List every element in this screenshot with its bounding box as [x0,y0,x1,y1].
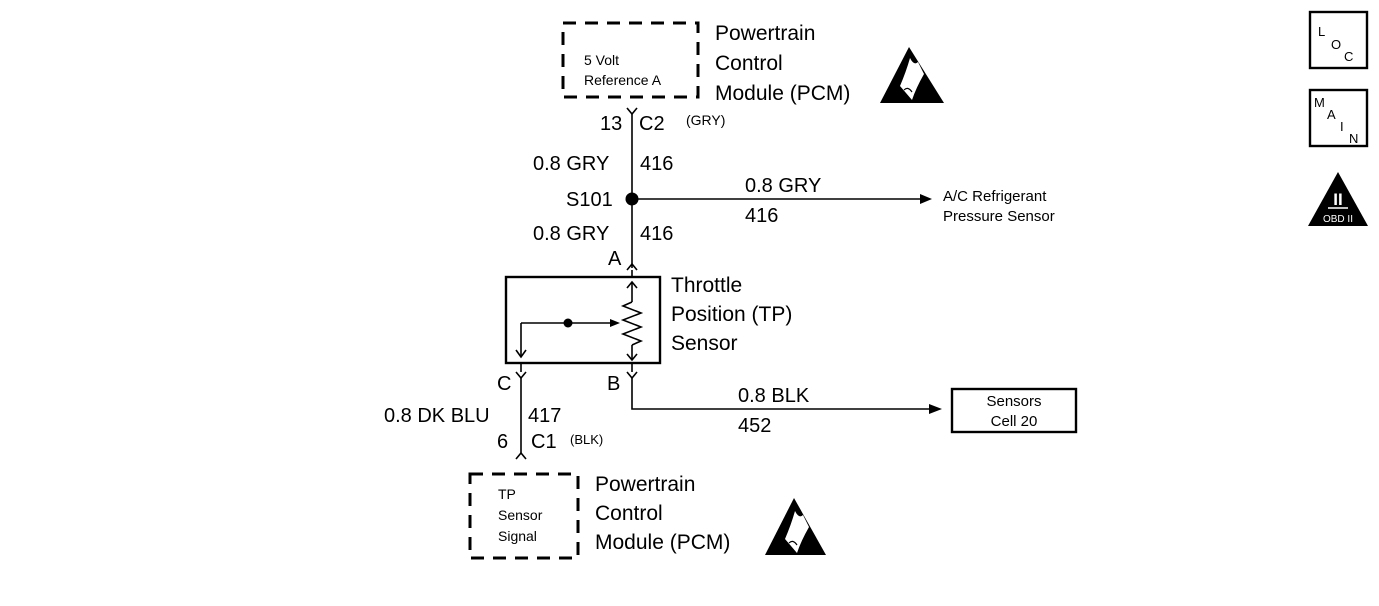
pcm-top-name-line3: Module (PCM) [715,82,850,105]
obd-ii-icon[interactable]: II OBD II [1308,172,1368,226]
pcm-bottom-name-line1: Powertrain [595,473,695,496]
pcm-top-inner-line2: Reference A [584,72,662,88]
wire-branch-circuit: 416 [745,205,778,227]
pcm-top-inner-line1: 5 Volt [584,52,619,68]
loc-c: C [1344,49,1353,64]
sensors-ref-line2: Cell 20 [991,413,1038,430]
wire-branch-gauge: 0.8 GRY [745,175,821,197]
sensors-cell-box [950,387,1078,434]
arrow-right-icon [920,194,932,204]
splice-label: S101 [566,189,613,211]
arrow-right-icon [929,404,942,414]
pcm-bottom-name-line2: Control [595,502,663,525]
pcm-bottom-inner-line3: Signal [498,528,537,544]
loc-o: O [1331,37,1341,52]
resistor-icon [620,301,644,346]
tp-name-line1: Throttle [671,274,742,297]
wire-upper-circuit: 416 [640,153,673,175]
loc-icon[interactable]: L O C [1308,10,1369,70]
pin-a-connector [626,262,638,271]
sensors-ref-line1: Sensors [986,393,1041,410]
main-i: I [1340,119,1344,134]
wire-signal-gauge: 0.8 DK BLU [384,405,490,427]
wire-lower-circuit: 416 [640,223,673,245]
pcm-bottom-inner-line2: Sensor [498,507,543,523]
main-m: M [1314,95,1325,110]
wire-ground-circuit: 452 [738,415,771,437]
c2-connector-name: C2 [639,113,665,135]
c2-pin: 13 [600,113,622,135]
wire-signal-circuit: 417 [528,405,561,427]
wire-ground-gauge: 0.8 BLK [738,385,810,407]
connector-c2: 13 C2 (GRY) [600,107,725,135]
tp-sensor-box [504,275,662,365]
tp-name-line2: Position (TP) [671,303,792,326]
main-n: N [1349,131,1358,146]
tp-sensor: A Throttle Position (TP) Sensor C B [497,248,792,395]
esd-icon [880,47,944,103]
pcm-top: 5 Volt Reference A Powertrain Control Mo… [561,21,944,105]
main-a: A [1327,107,1336,122]
pin-c-connector [515,371,527,380]
pcm-bottom: TP Sensor Signal Powertrain Control Modu… [468,472,826,560]
main-icon[interactable]: M A I N [1308,88,1369,148]
c1-color: (BLK) [570,432,603,447]
wire-452 [631,378,930,410]
pin-b-connector [626,371,638,380]
connector-c1: 6 C1 (BLK) [497,431,603,460]
c1-pin: 6 [497,431,508,453]
c2-color: (GRY) [686,112,725,128]
tp-pin-a: A [608,248,622,270]
pcm-top-name-line1: Powertrain [715,22,815,45]
obd-roman: II [1333,190,1342,209]
tp-pin-b: B [607,373,620,395]
pcm-bottom-inner-line1: TP [498,486,516,502]
obd-text: OBD II [1323,214,1353,225]
ac-sensor-line2: Pressure Sensor [943,208,1055,225]
tp-pin-c: C [497,373,511,395]
pcm-bottom-box [468,472,580,560]
pcm-bottom-name-line3: Module (PCM) [595,531,730,554]
ac-sensor-line1: A/C Refrigerant [943,188,1047,205]
tp-name-line3: Sensor [671,332,738,355]
c1-connector-name: C1 [531,431,557,453]
pcm-top-box [561,21,700,99]
wire-lower-gauge: 0.8 GRY [533,223,609,245]
pcm-top-name-line2: Control [715,52,783,75]
esd-icon [765,498,826,555]
loc-l: L [1318,24,1325,39]
wire-upper-gauge: 0.8 GRY [533,153,609,175]
